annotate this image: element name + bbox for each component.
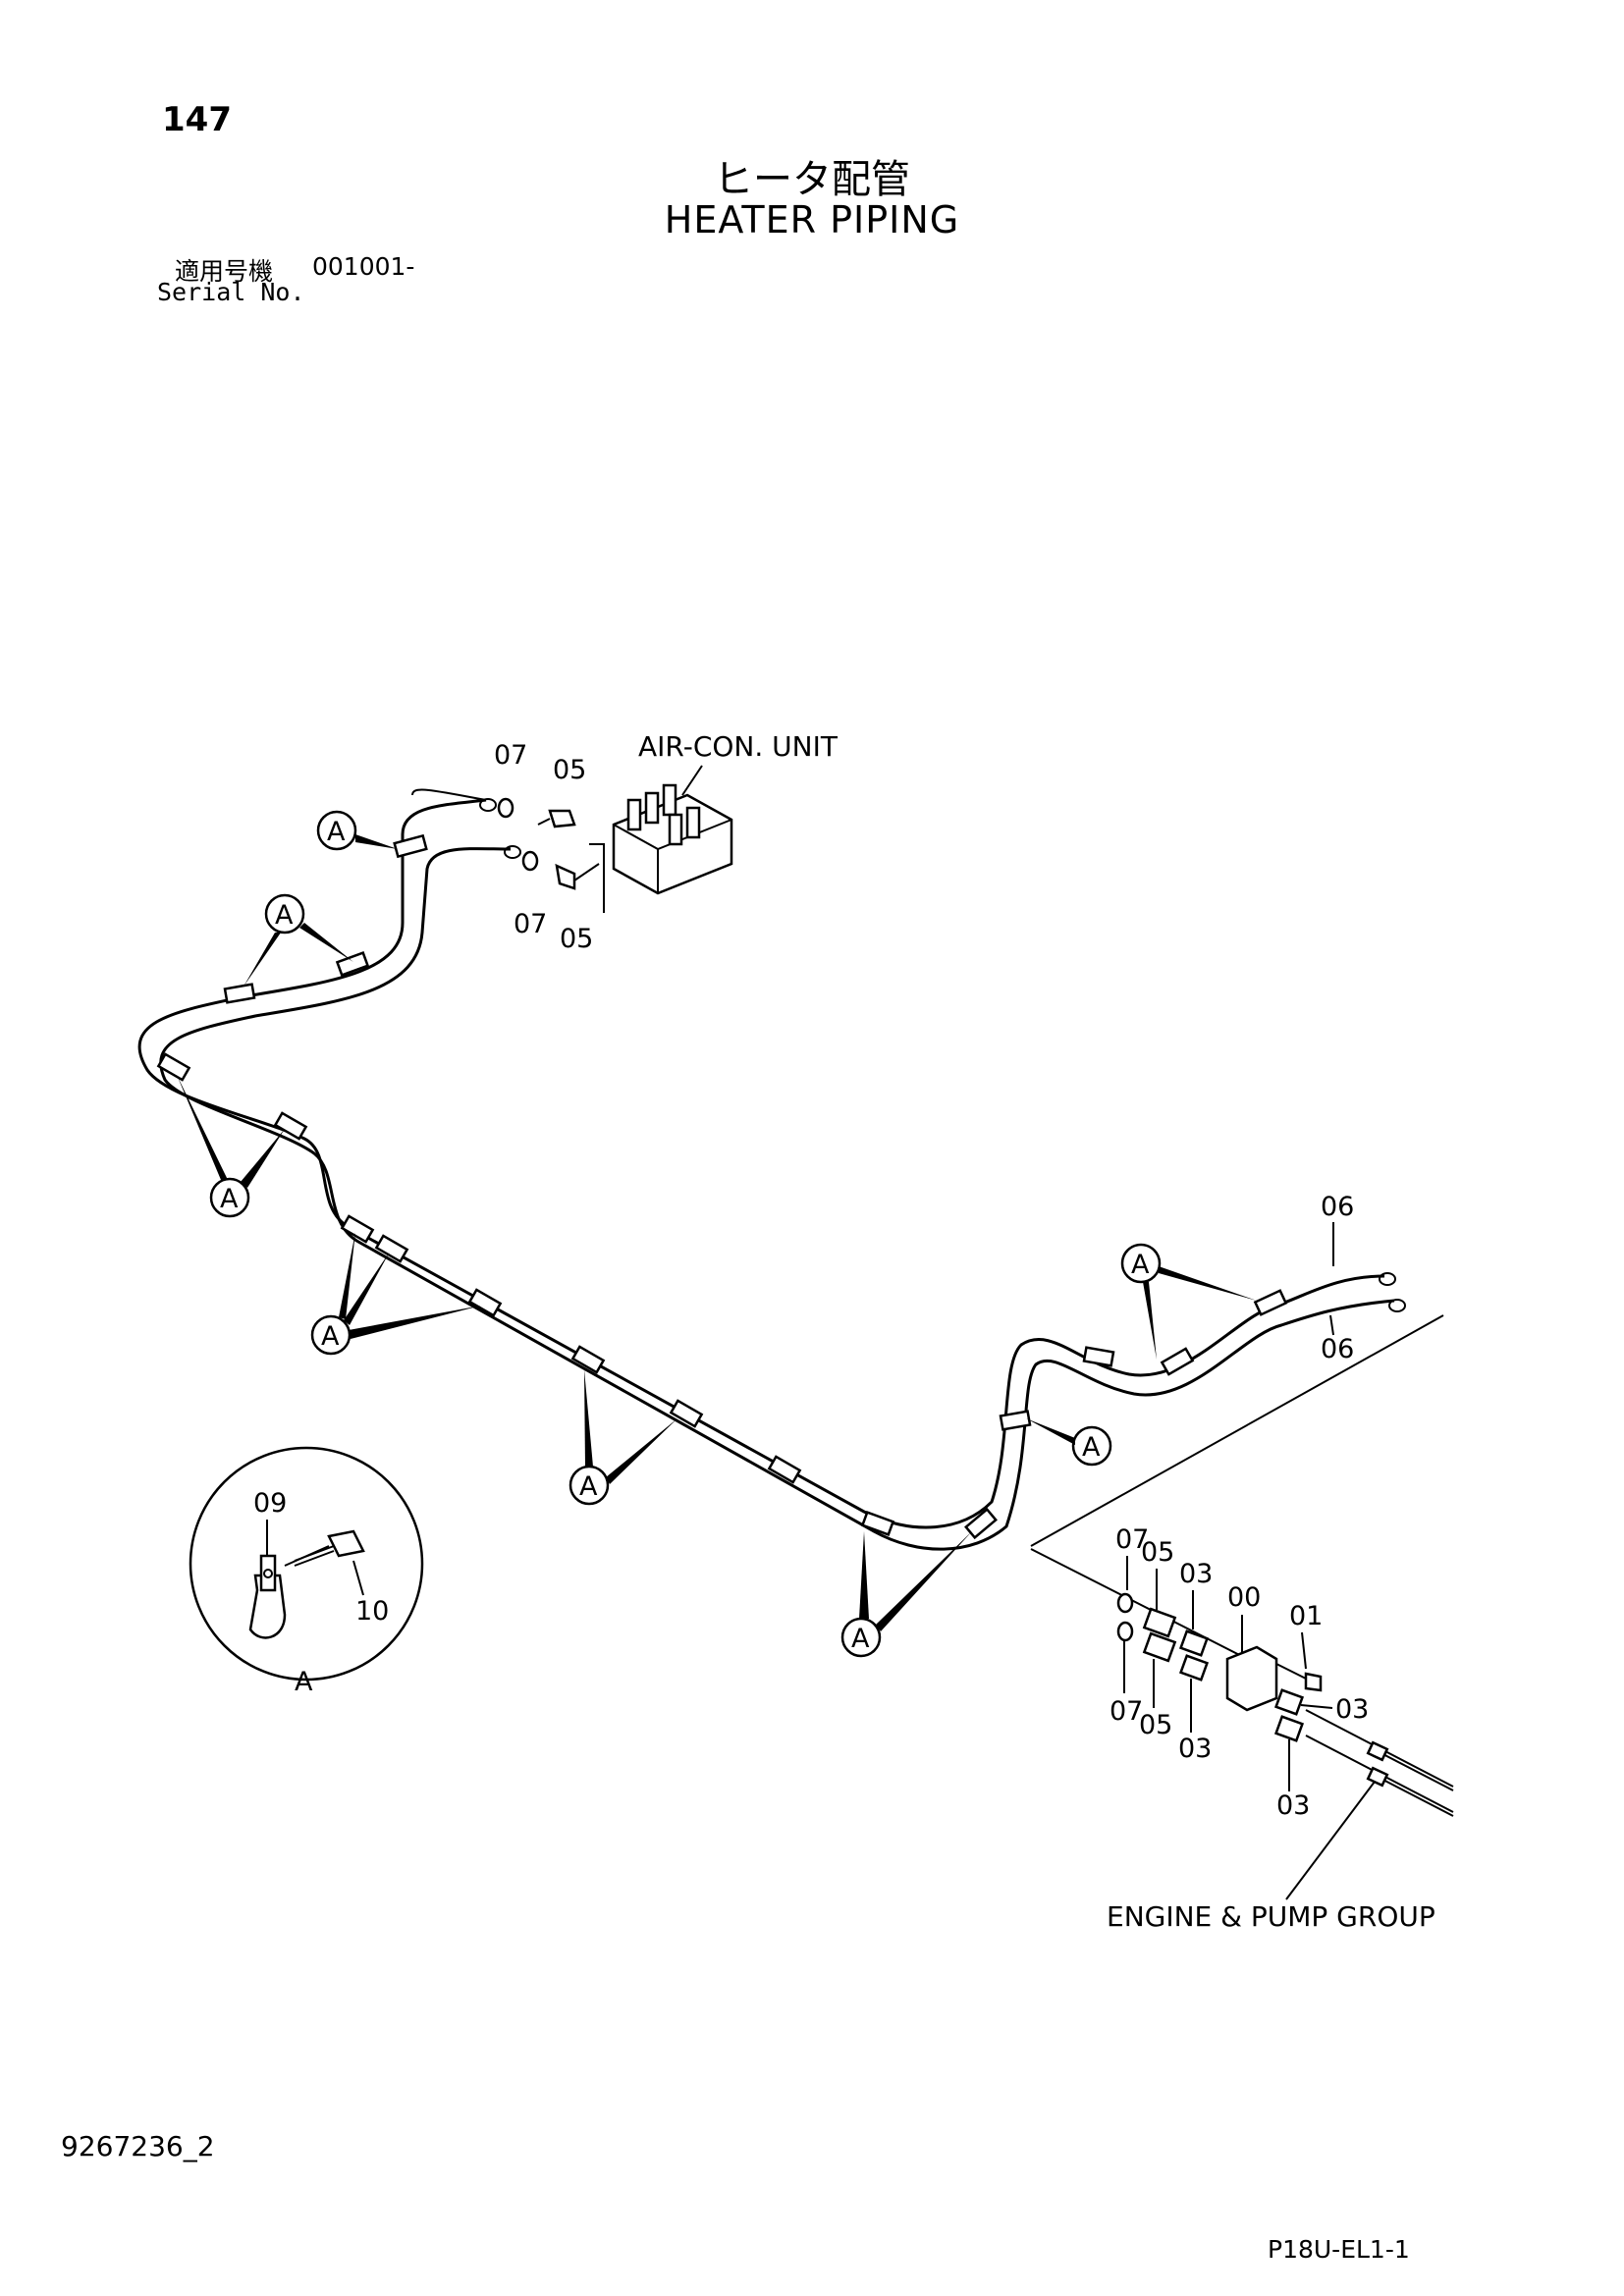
callout-07-mid: 07 [514, 909, 547, 939]
page-number: 147 [162, 100, 232, 139]
callout-03-low2: 03 [1178, 1734, 1212, 1764]
clamp-ref-text: A [851, 1624, 870, 1654]
callout-06-top: 06 [1321, 1192, 1354, 1222]
callout-07-low1: 07 [1115, 1524, 1149, 1555]
page-code: P18U-EL1-1 [1268, 2235, 1410, 2264]
pipe-06-callouts: 06 06 [1030, 1192, 1444, 1547]
callout-05-mid: 05 [560, 924, 593, 954]
clamp-ref-a-1: A [316, 810, 398, 851]
serial-range: 001001- [312, 252, 415, 281]
air-con-unit-label: AIR-CON. UNIT [638, 730, 839, 763]
callout-07-top: 07 [494, 740, 527, 771]
callout-00: 00 [1227, 1582, 1261, 1613]
engine-pump-group-label: ENGINE & PUMP GROUP [1107, 1900, 1435, 1933]
clamp-ref-text: A [275, 900, 294, 931]
page-title-japanese: ヒータ配管 [714, 157, 910, 202]
callout-09: 09 [253, 1488, 287, 1519]
detail-a-label: A [295, 1667, 313, 1697]
callout-05-top: 05 [553, 755, 586, 785]
pipe-clamps [156, 833, 1288, 1540]
callout-03-bottom: 03 [1276, 1790, 1310, 1821]
document-code: 9267236_2 [61, 2130, 215, 2163]
serial-label-japanese: 適用号機 [175, 257, 274, 286]
clamp-ref-text: A [1131, 1250, 1150, 1280]
clamp-ref-text: A [321, 1321, 340, 1352]
clamp-ref-a-2: A [244, 893, 353, 987]
clamp-ref-a-6: A [840, 1531, 972, 1658]
lower-fitting-assembly: 07 05 03 00 01 03 07 05 03 03 ENGINE & P… [1030, 1524, 1454, 1933]
callout-03-low1: 03 [1179, 1559, 1213, 1589]
callout-03-right: 03 [1335, 1694, 1369, 1725]
callout-01: 01 [1289, 1601, 1323, 1631]
clamp-ref-a-3: A [177, 1075, 285, 1218]
air-con-fittings: 07 05 07 05 [494, 740, 600, 954]
serial-label-english: Serial No. [157, 278, 305, 306]
clamp-ref-a-8: A [1026, 1418, 1112, 1467]
callout-07-low2: 07 [1110, 1696, 1143, 1727]
clamp-ref-text: A [1082, 1432, 1101, 1463]
callout-10: 10 [355, 1596, 389, 1627]
page-title-english: HEATER PIPING [664, 198, 960, 241]
clamp-ref-text: A [327, 817, 346, 847]
air-con-unit: AIR-CON. UNIT [589, 730, 839, 913]
clamp-reference-callouts: A A A A [177, 810, 1257, 1658]
callout-05-low1: 05 [1141, 1537, 1174, 1568]
callout-05-low2: 05 [1139, 1710, 1172, 1740]
detail-view-a: 09 10 A [189, 1446, 424, 1697]
heater-pipe-route [137, 788, 1406, 1551]
clamp-ref-a-5: A [568, 1369, 677, 1506]
callout-06-bottom: 06 [1321, 1334, 1354, 1364]
clamp-ref-a-7: A [1120, 1243, 1257, 1360]
clamp-ref-text: A [220, 1184, 239, 1214]
clamp-ref-a-4: A [310, 1232, 481, 1356]
clamp-ref-text: A [579, 1471, 598, 1502]
